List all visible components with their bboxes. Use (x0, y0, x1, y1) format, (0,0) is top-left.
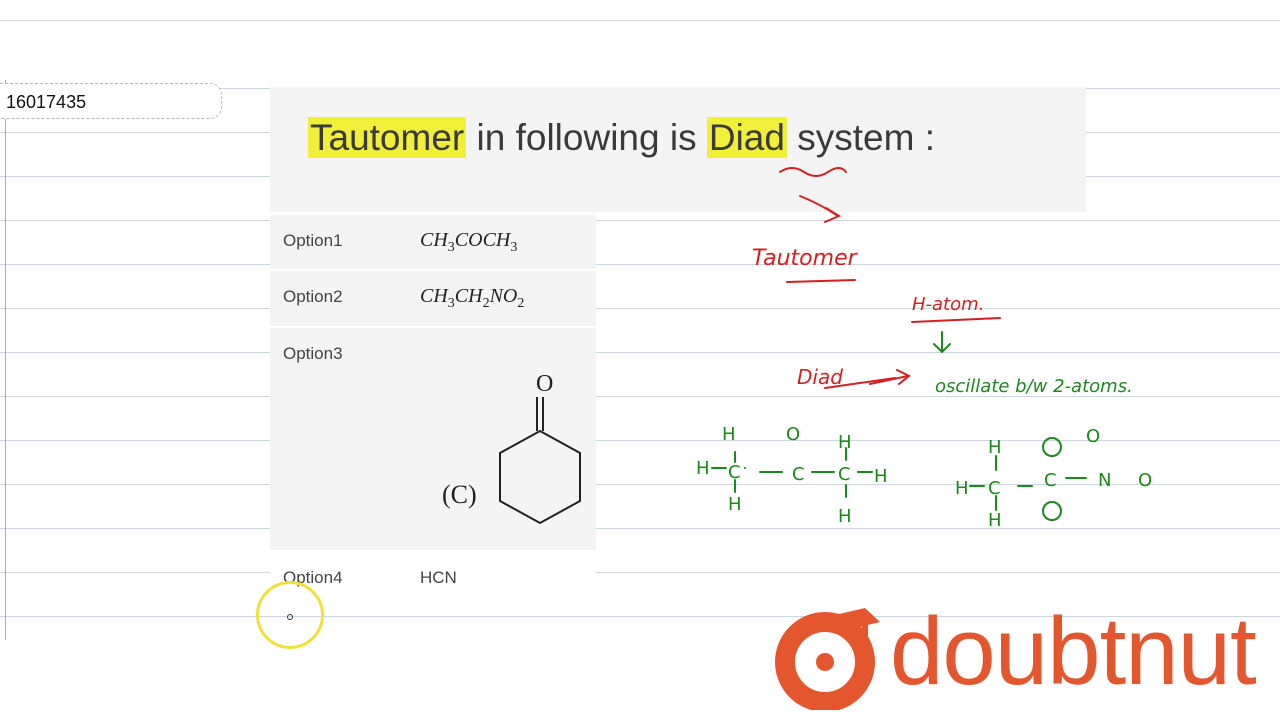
acetone-sketch-h: H (728, 494, 742, 515)
diad-underline (824, 377, 896, 389)
brand-name: doubtnut (890, 598, 1257, 705)
diad-arrow-head (896, 369, 911, 385)
options-table: Option1 CH3COCH3 Option2 CH3CH2NO2 Optio… (270, 215, 596, 608)
acetone-sketch-h: H (838, 432, 852, 453)
question-middle: in following is (466, 117, 707, 158)
nitro-sketch-c: C (988, 478, 1001, 499)
option-value: HCN (420, 568, 457, 587)
doubtnut-logo: doubtnut (770, 598, 1280, 712)
acetone-sketch-h: H (838, 506, 852, 527)
circled-h-bottom (1042, 501, 1062, 521)
logo-mark-icon (775, 608, 880, 712)
acetone-sketch-h: H (874, 466, 888, 487)
nitro-sketch-o: O (1138, 470, 1152, 491)
question-id: 16017435 (6, 92, 87, 112)
bond-lines-1 (711, 467, 873, 473)
cursor-pointer (287, 614, 293, 620)
tautomer-note: Tautomer (752, 246, 859, 271)
acetone-sketch-c: C (792, 464, 805, 485)
down-arrow (933, 331, 951, 354)
option-value: CH3COCH3 (420, 229, 518, 255)
option-row-3[interactable]: Option3 O (C) (270, 328, 596, 552)
highlight-diad: Diad (706, 117, 787, 158)
carbonyl-oxygen-label: O (536, 371, 553, 397)
cyclohexane-ring (499, 429, 581, 525)
option-label: Option3 (283, 344, 343, 363)
h-atom-note: H-atom. (912, 294, 984, 315)
handwritten-annotations: Tautomer H-atom. Diad oscillate b/w 2-at… (696, 167, 1152, 531)
cyclohexanone-structure: O (C) (442, 371, 581, 525)
question-text: Tautomer in following is Diad system : (308, 117, 935, 159)
squiggle-underline (779, 167, 847, 177)
option-value: CH3CH2NO2 (420, 285, 525, 311)
option-label: Option2 (283, 287, 343, 306)
nitro-sketch-c: C (1044, 470, 1057, 491)
diad-note: Diad (797, 365, 843, 389)
arrow-head (824, 207, 842, 223)
option-row-2[interactable]: Option2 CH3CH2NO2 (270, 271, 596, 328)
h-atom-underline (911, 317, 1001, 323)
acetone-sketch-h: H (696, 458, 710, 479)
nitro-sketch-n: N (1098, 470, 1111, 491)
option-row-4[interactable]: Option4 HCN (270, 552, 596, 608)
option-row-1[interactable]: Option1 CH3COCH3 (270, 215, 596, 271)
cursor-highlight-ring (256, 581, 324, 649)
tautomer-underline (786, 279, 856, 283)
nitro-sketch-h: H (988, 510, 1002, 531)
notebook-margin-line (5, 80, 6, 640)
circled-h-top (1042, 437, 1062, 457)
diad-arrow-shaft (869, 375, 909, 385)
nitro-sketch-h: H (955, 478, 969, 499)
vertical-bonds-1 (734, 447, 847, 498)
acetone-sketch-o: O (786, 424, 800, 445)
acetone-sketch-c: C (728, 462, 741, 483)
question-end: system : (786, 117, 935, 158)
nitro-sketch-h: H (988, 437, 1002, 458)
oscillate-note: oscillate b/w 2-atoms. (935, 376, 1133, 397)
bond-lines-2 (969, 477, 1087, 487)
structure-letter: (C) (442, 480, 477, 509)
acetone-sketch-c: C (838, 464, 851, 485)
question-id-box: 16017435 (0, 83, 222, 119)
acetone-sketch-h: H (722, 424, 736, 445)
highlight-tautomer: Tautomer (308, 117, 467, 158)
nitro-sketch-o: O (1086, 426, 1100, 447)
option-label: Option1 (283, 231, 343, 250)
